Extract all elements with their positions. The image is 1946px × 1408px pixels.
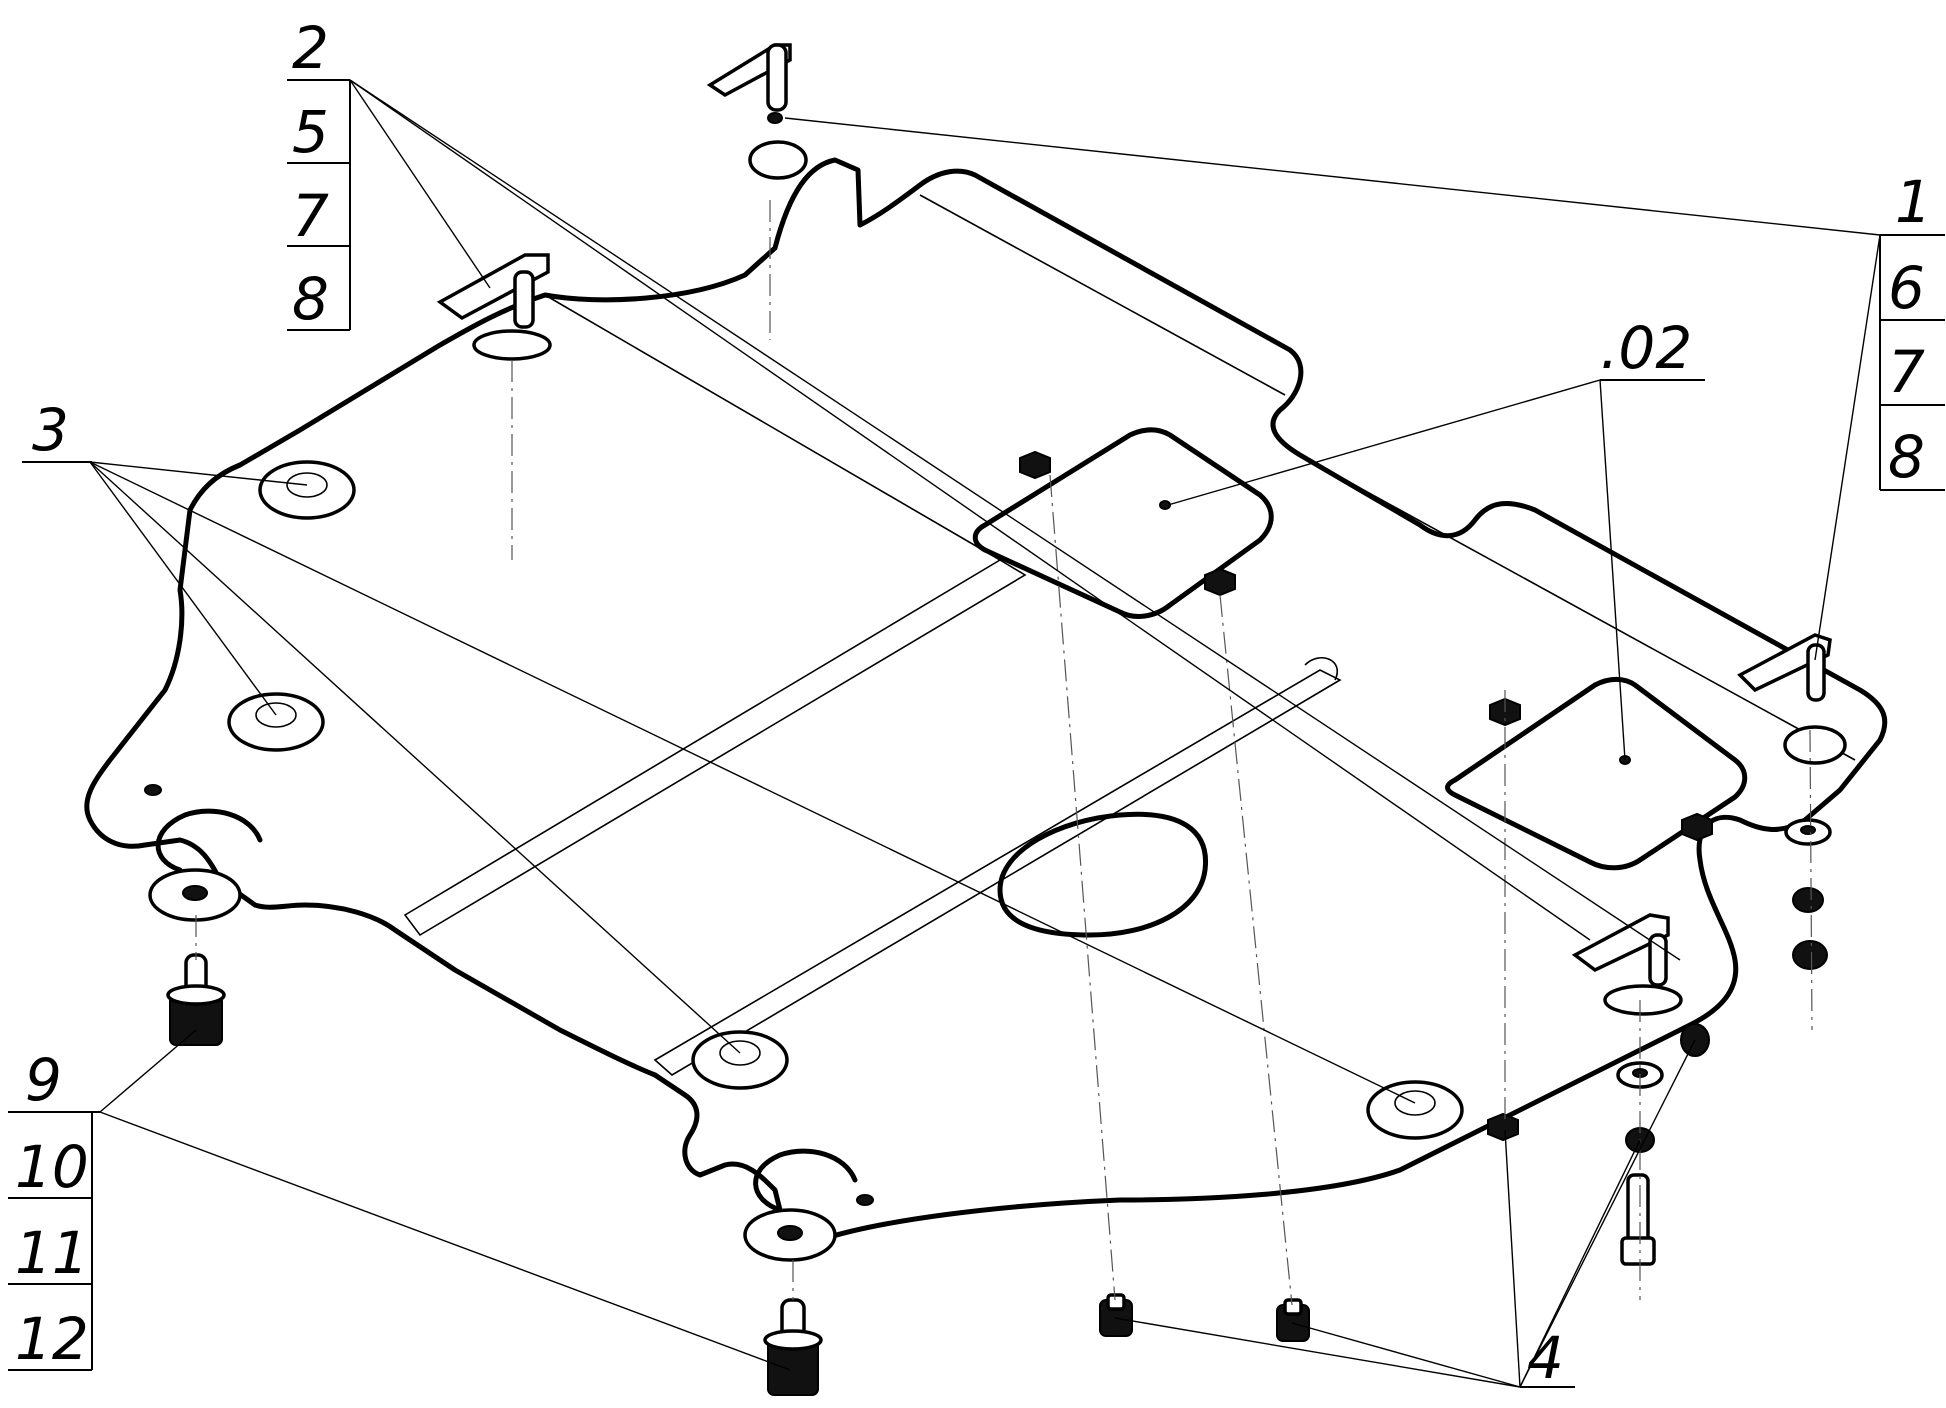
bolt-left <box>166 953 226 1046</box>
callout-label: 9 <box>25 1046 62 1114</box>
center-lines <box>195 200 1813 1306</box>
mount-boss-1 <box>258 460 356 520</box>
callout-label: 8 <box>292 265 329 333</box>
callout-label: .02 <box>1600 314 1692 382</box>
callout-label: 4 <box>1527 1324 1564 1392</box>
leaders <box>89 79 1881 1388</box>
bracket-top <box>706 43 808 180</box>
bolt-bottom <box>763 1298 823 1396</box>
bracket-right-bottom <box>1571 913 1683 1016</box>
mount-boss-2 <box>227 692 325 752</box>
callout-label: 1 <box>1895 168 1932 236</box>
callout-3: 3 <box>22 396 92 464</box>
callout-group-top-left: 2 5 7 8 <box>287 14 351 333</box>
front-hook-right <box>743 1148 874 1262</box>
mount-boss-3 <box>691 1030 789 1090</box>
callout-4: 4 <box>1520 1324 1575 1392</box>
callout-label: 5 <box>292 98 329 166</box>
access-panel-upper <box>972 427 1274 619</box>
callout-group-bottom-left: 9 10 11 12 <box>8 1046 100 1373</box>
nuts <box>1019 450 1713 1142</box>
mount-boss-4 <box>1366 1080 1464 1140</box>
callout-label: 2 <box>292 14 329 82</box>
callout-label: 10 <box>15 1133 89 1201</box>
bolts-bottom-center <box>1099 1293 1310 1342</box>
front-hook-left <box>144 784 263 922</box>
skid-plate-body <box>84 157 1888 1253</box>
callout-label: 11 <box>15 1219 89 1287</box>
bracket-left <box>436 253 552 361</box>
bolt-right <box>1620 1173 1656 1266</box>
callout-label: 3 <box>32 396 69 464</box>
callout-02: .02 <box>1600 314 1705 382</box>
bracket-right-top <box>1737 633 1847 765</box>
oval-cutout <box>997 811 1209 938</box>
callout-group-right: 1 6 7 8 <box>1879 168 1945 491</box>
callout-label: 7 <box>292 182 329 250</box>
callout-label: 8 <box>1888 423 1925 491</box>
callout-label: 6 <box>1888 254 1925 322</box>
callout-label: 7 <box>1888 338 1925 406</box>
access-panel-lower <box>1445 676 1748 871</box>
callout-label: 12 <box>15 1305 89 1373</box>
